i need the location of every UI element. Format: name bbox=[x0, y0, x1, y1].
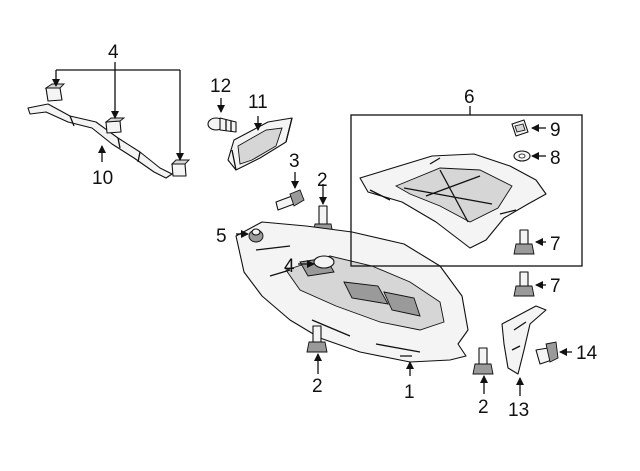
part-12-push-clip bbox=[207, 117, 237, 133]
part-2-bolt-right bbox=[472, 347, 494, 375]
callout-2c: 2 bbox=[478, 397, 489, 418]
part-7-bolt-upper bbox=[513, 229, 535, 255]
part-7-bolt-lower bbox=[513, 271, 535, 297]
callout-4a-leaders bbox=[52, 62, 184, 161]
callout-8: 8 bbox=[550, 148, 561, 169]
callout-2b: 2 bbox=[312, 376, 323, 397]
part-1-splash-shield bbox=[235, 221, 469, 363]
callout-4b: 4 bbox=[284, 256, 295, 277]
callout-14: 14 bbox=[576, 343, 598, 364]
callout-6-box bbox=[350, 106, 583, 267]
part-9-clip-nut bbox=[511, 119, 529, 137]
callout-9: 9 bbox=[550, 120, 561, 141]
callout-7a: 7 bbox=[550, 234, 561, 255]
part-13-bracket bbox=[501, 305, 547, 375]
part-4-clip-a bbox=[44, 83, 66, 102]
part-3-bolt bbox=[275, 189, 305, 211]
part-8-washer bbox=[513, 150, 531, 162]
callout-10: 10 bbox=[92, 168, 113, 189]
callout-13: 13 bbox=[508, 400, 529, 421]
callout-5: 5 bbox=[216, 226, 227, 247]
part-6-rear-shield bbox=[359, 153, 547, 249]
part-4-clip-b bbox=[104, 117, 126, 134]
part-14-push-pin bbox=[535, 341, 559, 365]
callout-2a: 2 bbox=[317, 170, 328, 191]
callout-6: 6 bbox=[464, 87, 475, 108]
callout-11: 11 bbox=[248, 92, 268, 113]
callout-12: 12 bbox=[210, 76, 231, 97]
part-5-grommet bbox=[248, 228, 264, 243]
part-2-bolt-left bbox=[306, 325, 328, 353]
callout-4a: 4 bbox=[108, 42, 119, 63]
part-4-clip-c bbox=[170, 159, 191, 177]
callout-1: 1 bbox=[404, 382, 415, 403]
part-10-bracket-strip bbox=[27, 103, 173, 179]
part-11-deflector bbox=[227, 117, 293, 171]
callout-7b: 7 bbox=[550, 276, 561, 297]
callout-3: 3 bbox=[289, 151, 300, 172]
